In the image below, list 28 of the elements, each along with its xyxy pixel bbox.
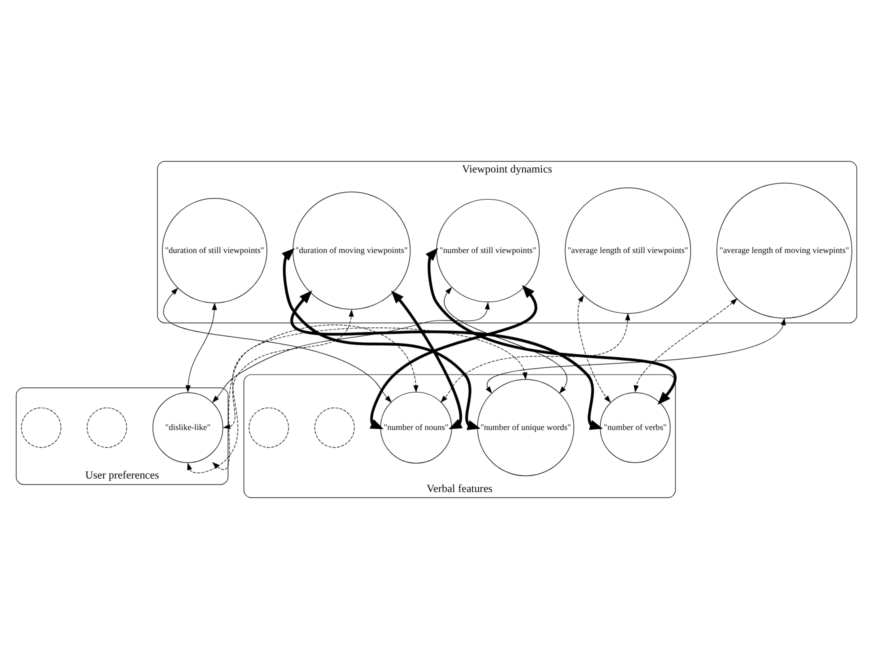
node-circle — [248, 407, 289, 448]
node-circle: "number of still viewpoints" — [436, 198, 540, 302]
arrow — [444, 286, 568, 394]
node-circle — [314, 407, 355, 448]
node-circle: "duration of still viewpoints" — [162, 198, 268, 303]
arrow — [440, 312, 630, 402]
node-circle — [86, 407, 127, 448]
node-circle: "average length of still viewpoints" — [564, 187, 692, 314]
arrow — [578, 294, 611, 402]
arrow — [486, 317, 786, 394]
arrow — [186, 302, 217, 392]
arrow — [212, 302, 490, 402]
arrow — [426, 247, 676, 404]
arrow — [370, 284, 537, 429]
arrow — [164, 287, 392, 402]
node-circle: "average length of moving viewpints" — [716, 182, 852, 318]
node-circle: "number of nouns" — [380, 391, 452, 463]
arrow — [187, 326, 528, 473]
arrow — [282, 248, 481, 430]
arrow — [212, 324, 418, 470]
node-circle: "dislike-like" — [152, 392, 224, 462]
node-circle — [21, 407, 62, 448]
arrow — [391, 290, 463, 429]
arrow — [634, 298, 738, 392]
arrow — [291, 290, 603, 430]
arrow — [222, 308, 354, 429]
node-circle: "number of unique words" — [477, 378, 574, 476]
node-circle: "duration of moving viewpoints" — [292, 191, 411, 310]
